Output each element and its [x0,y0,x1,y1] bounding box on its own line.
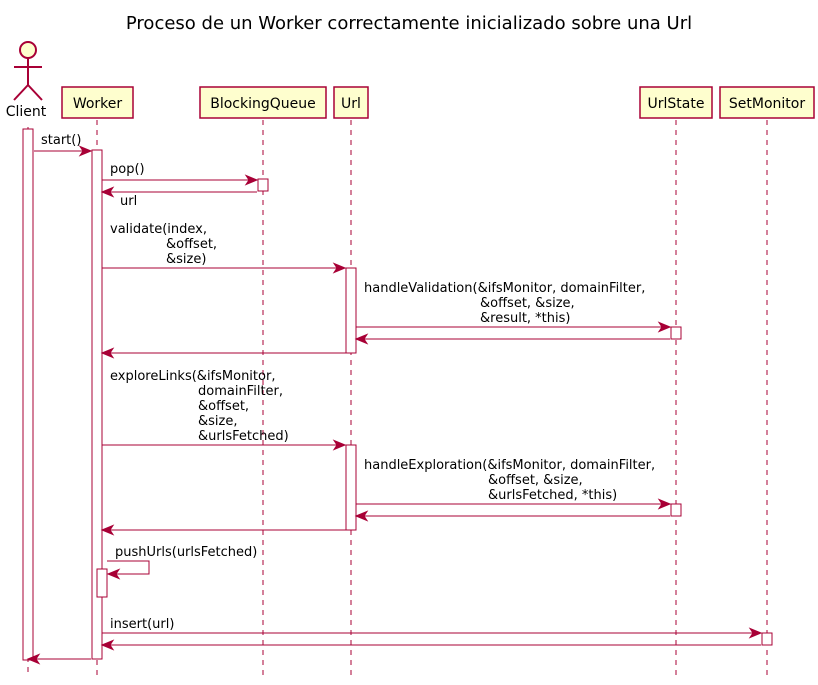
message-push-urls: pushUrls(urlsFetched) [106,545,257,580]
activation-worker [96,568,108,598]
message-label-handle-validation: &result, *this) [480,311,570,326]
message-label-validate: &offset, [166,237,217,252]
message-line [107,560,150,575]
participant-label-urlstate: UrlState [648,96,705,112]
message-pop-return: url [100,186,257,209]
message-label-explore-links: &size, [198,414,237,429]
message-validate-return [100,347,346,359]
message-label-handle-validation: &offset, &size, [480,296,575,311]
activation-urlstate [670,503,682,517]
actor-label-client: Client [6,104,47,120]
message-label-explore-links: exploreLinks(&ifsMonitor, [110,369,275,384]
participant-label-blockingqueue: BlockingQueue [210,96,316,112]
message-insert: insert(url) [102,617,763,639]
message-label-validate: &size) [166,252,206,267]
activation-bars [22,128,773,661]
activation-client [22,128,34,661]
message-label-pop: pop() [110,162,145,177]
activation-blockingqueue [257,178,269,192]
message-label-explore-links: &offset, [198,399,249,414]
participant-box-blockingqueue [199,86,327,119]
message-label-explore-links: &urlsFetched) [198,429,289,444]
lifelines [27,120,768,675]
participant-label-setmonitor: SetMonitor [729,96,805,112]
participant-box-worker [61,86,134,119]
participant-box-setmonitor [719,86,815,119]
message-validate: validate(index,&offset,&size) [102,222,347,274]
participant-label-worker: Worker [73,96,123,112]
activation-setmonitor [761,632,773,646]
message-label-push-urls: pushUrls(urlsFetched) [115,545,257,560]
activation-worker [91,149,103,660]
message-pop: pop() [102,162,259,186]
message-handle-validation-return [354,333,670,345]
message-label-handle-exploration: &urlsFetched, *this) [488,488,617,503]
participant-label-url: Url [341,96,361,112]
message-label-handle-exploration: handleExploration(&ifsMonitor, domainFil… [364,458,655,473]
message-insert-return [100,639,761,651]
participant-headers: Client Worker BlockingQueue Url UrlState SetM… [6,41,815,120]
message-label-handle-exploration: &offset, &size, [488,473,583,488]
stick-figure-actor-icon [13,41,43,101]
message-handle-validation: handleValidation(&ifsMonitor, domainFilt… [356,281,672,333]
message-label-pop-return: url [120,194,137,209]
message-label-insert: insert(url) [110,617,174,632]
message-start: start() [34,133,93,157]
message-label-validate: validate(index, [110,222,207,237]
participant-box-url [333,86,369,119]
message-start-return [26,653,91,665]
participant-box-urlstate [639,86,713,119]
message-handle-exploration-return [354,510,670,522]
message-explore-links: exploreLinks(&ifsMonitor,domainFilter,&o… [102,369,347,451]
message-label-handle-validation: handleValidation(&ifsMonitor, domainFilt… [364,281,645,296]
activation-urlstate [670,326,682,340]
message-label-start: start() [41,133,81,148]
message-explore-links-return [100,524,346,536]
message-handle-exploration: handleExploration(&ifsMonitor, domainFil… [356,458,672,510]
activation-url [345,267,357,354]
message-label-explore-links: domainFilter, [198,384,283,399]
activation-url [345,444,357,531]
messages: start()pop()urlvalidate(index,&offset,&s… [26,133,763,665]
diagram-title: Proceso de un Worker correctamente inici… [126,13,692,34]
